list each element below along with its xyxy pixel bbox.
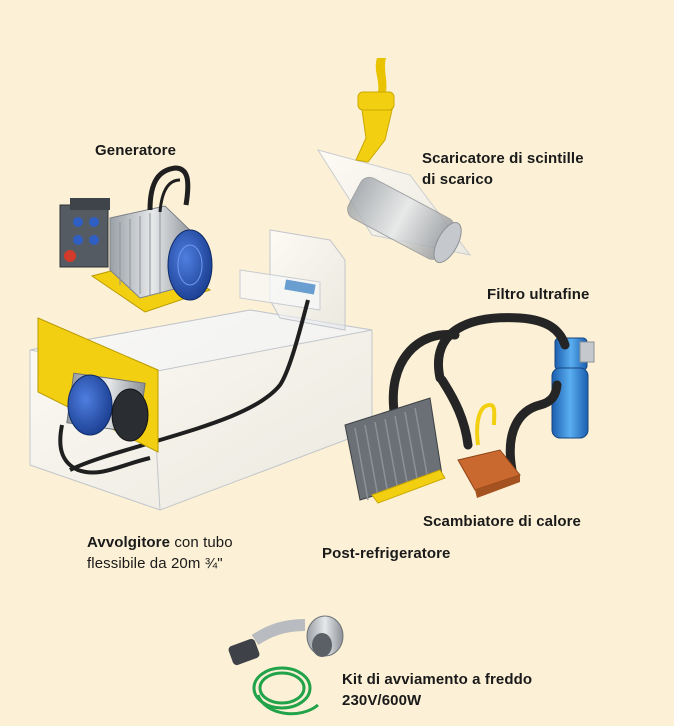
label-scaricatore: Scaricatore di scintille di scarico [422, 148, 584, 190]
label-scambiatore: Scambiatore di calore [423, 513, 581, 530]
label-scaricatore-line2: di scarico [422, 171, 494, 188]
spark-arrester-illustration [316, 58, 472, 264]
generator-illustration [59, 165, 213, 313]
label-generatore: Generatore [95, 142, 177, 159]
label-filtro-ultrafine: Filtro ultrafine [487, 286, 590, 303]
heat-exchanger-illustration [457, 402, 521, 498]
label-post-refrigeratore: Post-refrigeratore [322, 545, 451, 562]
label-kit-line2: 230V/600W [342, 692, 422, 709]
label-kit-avviamento: Kit di avviamento a freddo 230V/600W [342, 669, 532, 711]
label-avvolgitore-line1: Avvolgitore con tubo [87, 532, 233, 553]
hose-reel-illustration [37, 317, 159, 475]
cooler-hoses-illustration [388, 313, 570, 475]
label-scaricatore-line1: Scaricatore di scintille [422, 150, 584, 167]
post-cooler-illustration [344, 397, 446, 504]
label-avvolgitore-bold: Avvolgitore [87, 534, 171, 551]
label-avvolgitore: Avvolgitore con tubo flessibile da 20m ¾… [87, 532, 233, 574]
label-avvolgitore-rest: con tubo [170, 534, 233, 551]
label-kit-line1: Kit di avviamento a freddo [342, 671, 533, 688]
cold-start-kit-illustration [228, 615, 344, 716]
label-avvolgitore-line2: flessibile da 20m ¾" [87, 555, 223, 572]
